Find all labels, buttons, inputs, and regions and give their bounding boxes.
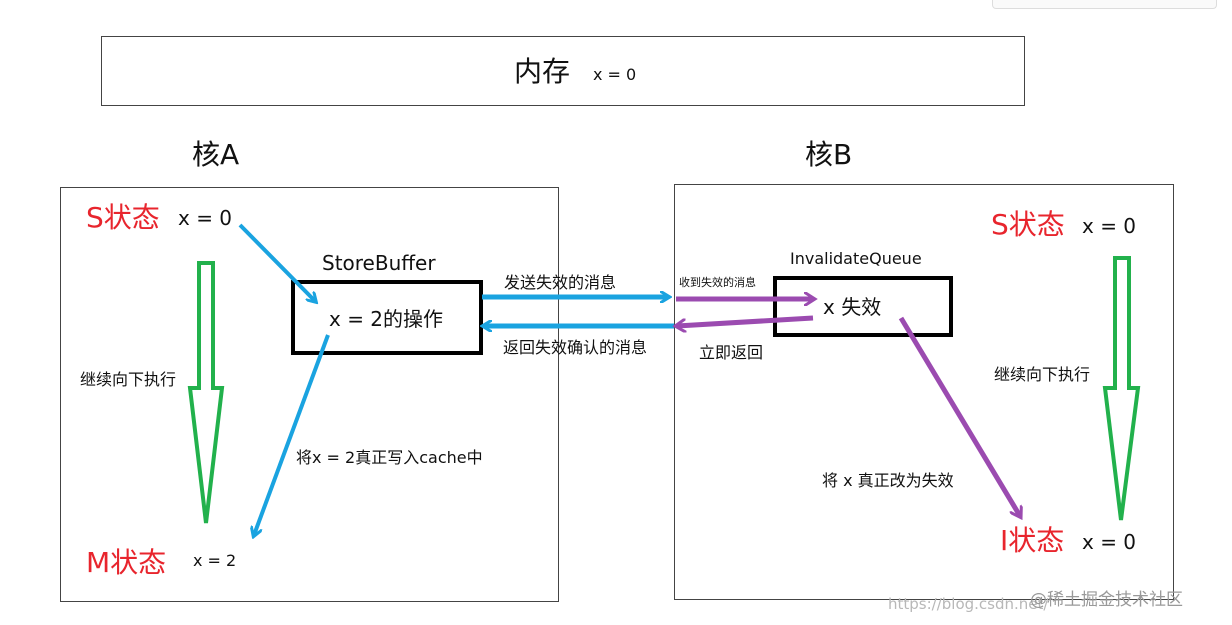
browser-tab-fragment <box>992 0 1217 9</box>
core-b-box <box>674 184 1174 600</box>
core-b-state-top: S状态 <box>991 208 1065 241</box>
apply-invalidate-label: 将 x 真正改为失效 <box>822 471 954 490</box>
core-a-box <box>60 187 559 602</box>
core-b-state-bottom-value: x = 0 <box>1082 530 1137 554</box>
core-a-state-bottom: M状态 <box>86 546 167 579</box>
watermark-url: https://blog.csdn.net/ <box>888 595 1049 613</box>
core-b-state-bottom: I状态 <box>1000 524 1065 557</box>
return-ack-label: 返回失效确认的消息 <box>503 338 648 357</box>
memory-box <box>101 36 1025 106</box>
core-a-title: 核A <box>192 138 240 171</box>
write-cache-label: 将x = 2真正写入cache中 <box>296 448 483 467</box>
core-a-state-bottom-value: x = 2 <box>193 551 237 570</box>
storebuffer-title: StoreBuffer <box>322 251 436 275</box>
core-a-state-top-value: x = 0 <box>178 206 233 230</box>
received-invalidate-label: 收到失效的消息 <box>679 276 756 289</box>
send-invalidate-label: 发送失效的消息 <box>504 273 617 292</box>
storebuffer-content: x = 2的操作 <box>329 307 444 331</box>
core-a-continue-label: 继续向下执行 <box>80 370 177 389</box>
core-a-state-top: S状态 <box>86 201 160 234</box>
watermark-site: @稀土掘金技术社区 <box>1030 590 1183 610</box>
core-b-continue-label: 继续向下执行 <box>994 365 1091 384</box>
invalidatequeue-content: x 失效 <box>823 295 882 319</box>
memory-label: 内存 <box>514 55 571 88</box>
storebuffer-box <box>291 280 483 355</box>
invalidatequeue-title: InvalidateQueue <box>790 249 922 268</box>
core-b-state-top-value: x = 0 <box>1082 214 1137 238</box>
memory-value: x = 0 <box>593 65 637 84</box>
core-b-title: 核B <box>805 138 853 171</box>
return-immediately-label: 立即返回 <box>699 343 764 362</box>
invalidatequeue-box <box>773 276 953 337</box>
